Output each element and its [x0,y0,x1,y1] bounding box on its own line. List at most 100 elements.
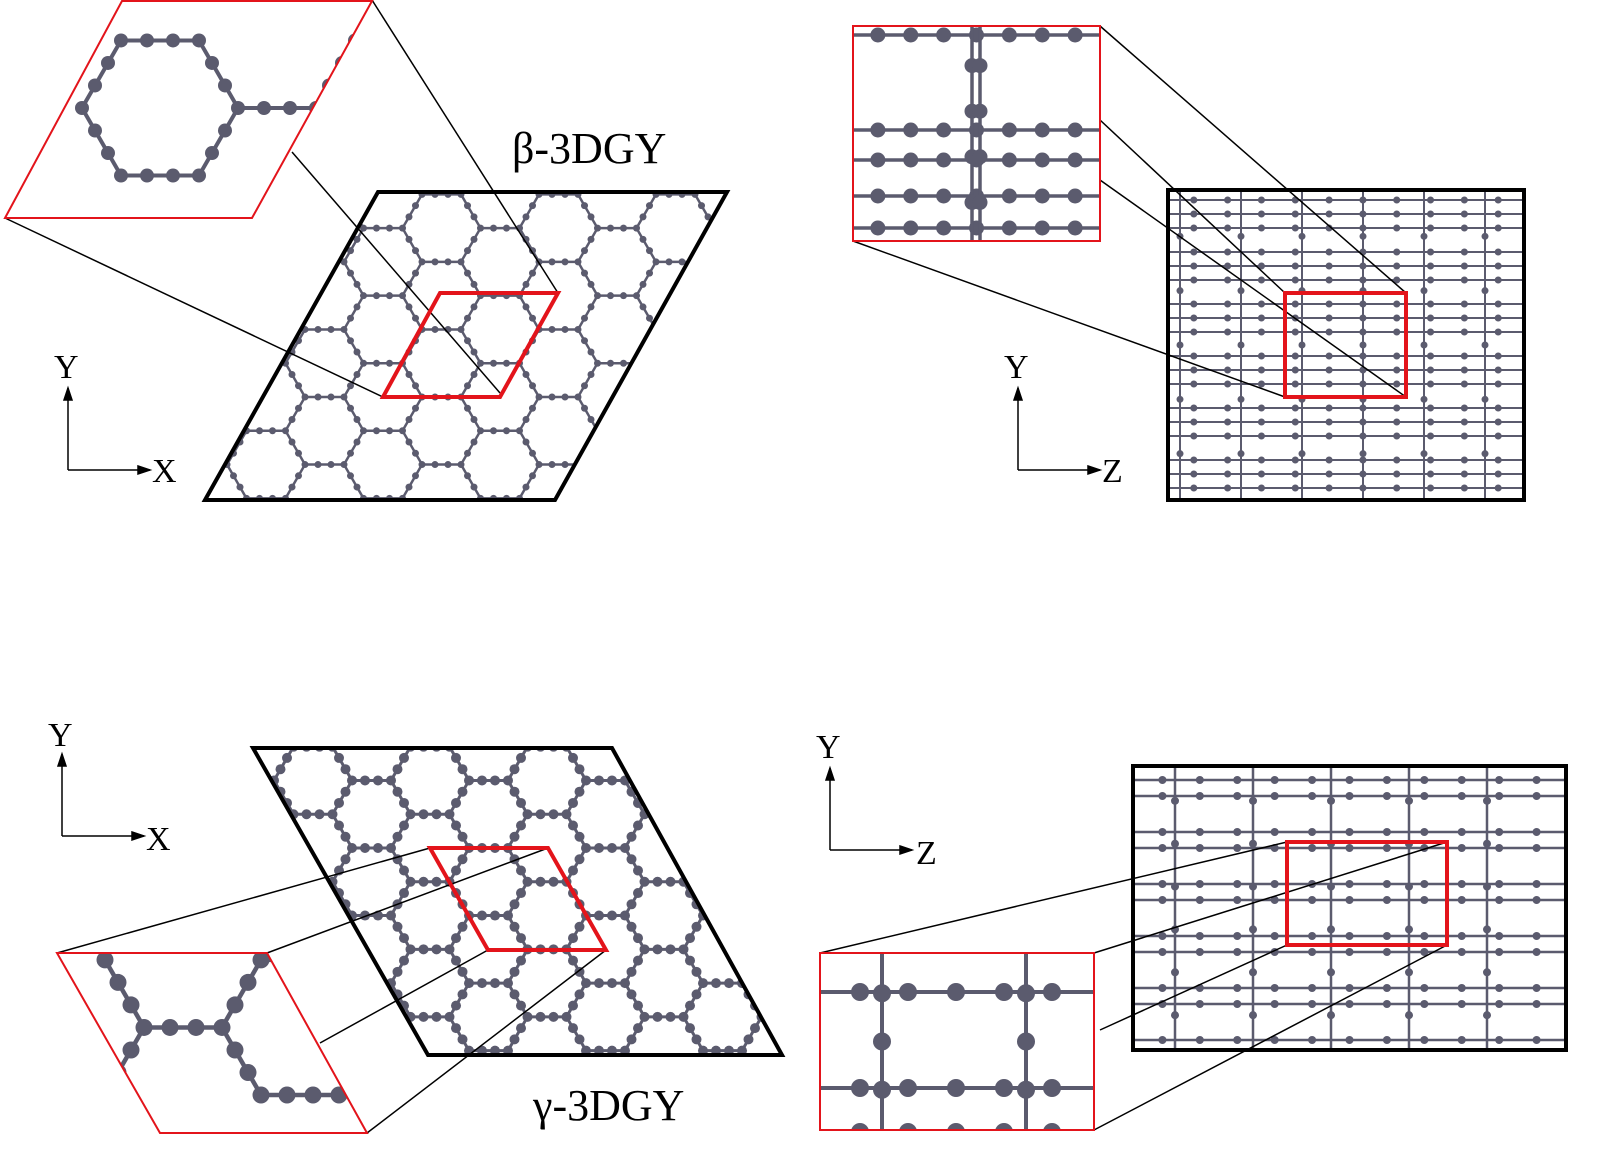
carbon-atom [457,831,468,842]
carbon-atom [1393,248,1401,256]
carbon-atom [1532,948,1541,956]
carbon-atom [581,202,588,210]
carbon-atom [1325,196,1333,204]
carbon-atom [275,989,286,1000]
carbon-atom [1270,896,1279,904]
bond [518,430,541,466]
carbon-atom [347,978,357,989]
carbon-atom [1327,796,1335,805]
bond [342,328,365,364]
bond [284,430,307,466]
carbon-atom [1308,1052,1316,1060]
bond [518,463,541,499]
carbon-atom [1233,1036,1242,1044]
carbon-atom [1298,450,1306,458]
carbon-atom [626,989,637,1000]
carbon-atom [275,854,286,865]
carbon-atom [587,370,595,378]
carbon-atom [109,1063,127,1081]
carbon-atom [1345,948,1354,956]
carbon-atom [574,854,585,865]
carbon-atom [574,786,585,797]
carbon-atom [685,1000,695,1011]
carbon-atom [678,258,686,266]
bond [506,847,529,883]
bond [103,1026,146,1097]
carbon-atom [161,1018,179,1036]
bond [331,847,354,883]
carbon-atom [269,224,276,232]
carbon-atom [581,337,588,345]
carbon-atom [1257,276,1265,284]
carbon-atom [1460,276,1468,284]
carbon-atom [652,461,660,469]
carbon-atom [392,764,403,775]
carbon-atom [574,258,582,266]
carbon-atom [1043,1079,1061,1097]
carbon-atom [646,269,653,277]
carbon-atom [678,325,686,333]
arrowhead-icon [824,765,836,781]
carbon-atom [256,359,263,367]
carbon-atom [114,33,128,48]
carbon-atom [373,359,380,367]
carbon-atom [418,809,429,820]
carbon-atom [1393,300,1401,308]
bond [342,261,365,297]
carbon-atom [698,382,705,390]
bond [506,982,529,1018]
bond [342,396,365,432]
carbon-atom [1460,404,1468,412]
carbon-atom [1393,456,1401,464]
bond [272,982,295,1018]
carbon-atom [1171,839,1179,848]
carbon-atom [1495,1036,1504,1044]
carbon-atom [288,235,296,243]
carbon-atom [698,247,705,255]
carbon-atom [230,269,237,277]
carbon-atom [1067,220,1083,236]
bond [635,463,658,499]
beta-zy-zoom-frame [852,25,1101,242]
carbon-atom [1224,380,1232,388]
carbon-atom [1233,984,1242,992]
carbon-atom [412,404,419,412]
carbon-atom [1195,896,1204,904]
carbon-atom [109,973,127,991]
carbon-atom [1001,220,1017,236]
carbon-atom [1249,1011,1257,1020]
carbon-atom [1427,276,1435,284]
bond [576,261,599,297]
gamma-zy-zoom-lattice [820,953,1094,1130]
bond [389,779,412,815]
carbon-atom [516,797,526,808]
carbon-atom [1483,925,1491,934]
carbon-atom [347,843,357,853]
carbon-atom [1494,418,1502,426]
carbon-atom [1257,418,1265,426]
carbon-atom [477,427,484,435]
carbon-atom [711,910,721,921]
bond [506,748,529,782]
carbon-atom [1291,248,1299,256]
carbon-atom [236,303,244,311]
carbon-atom [851,983,869,1001]
carbon-atom [386,359,393,367]
carbon-atom [665,1011,676,1022]
carbon-atom [548,1011,559,1022]
carbon-atom [334,752,344,763]
carbon-atom [711,292,718,300]
carbon-atom [399,933,409,944]
carbon-atom [529,269,536,277]
carbon-atom [1420,287,1428,295]
carbon-atom [587,348,595,356]
carbon-atom [1382,896,1391,904]
carbon-atom [282,752,292,763]
carbon-atom [626,899,637,910]
carbon-atom [1327,882,1335,891]
carbon-atom [568,752,578,763]
carbon-atom [646,449,653,457]
bond [518,362,541,398]
carbon-atom [1460,328,1468,336]
carbon-atom [301,393,309,401]
